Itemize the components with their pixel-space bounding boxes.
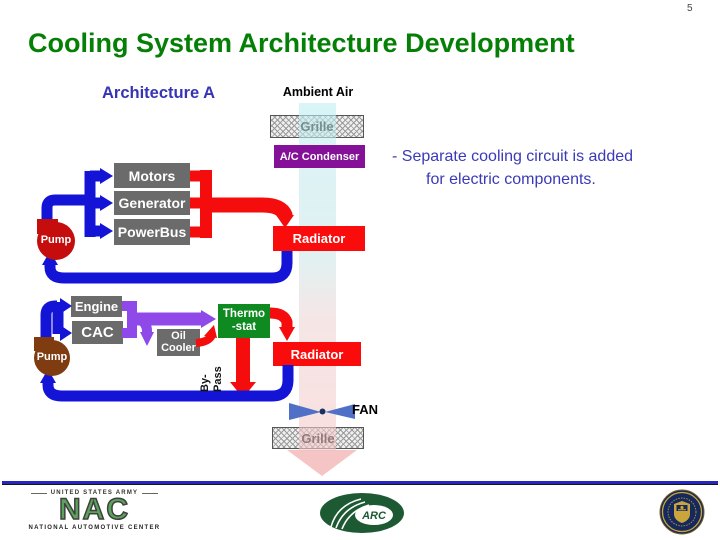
note-line2: for electric components. [426,171,596,188]
footer-divider [2,481,718,485]
ac-condenser-box: A/C Condenser [274,145,365,168]
slide-title: Cooling System Architecture Development [28,28,575,58]
page-number: 5 [687,3,693,14]
fan-label: FAN [352,402,378,417]
arrowhead-icon [40,369,56,383]
ambient-air-label: Ambient Air [282,85,354,99]
engine-box: Engine [71,296,122,317]
radiator-bottom-box: Radiator [273,342,361,366]
thermostat-line2: -stat [231,321,257,333]
note-text: - Separate cooling circuit is added for … [392,145,707,191]
arrowhead-icon [100,223,113,239]
powerbus-box: PowerBus [114,219,190,245]
university-seal-logo [659,489,705,535]
electric-circuit-return-pipe [42,251,293,284]
nac-logo-top-text: UNITED STATES ARMY [12,490,177,496]
oil-cooler-line2: Cooler [161,341,196,354]
electric-circuit-coolant-feed-pipes [41,168,113,239]
arrowhead-icon [279,327,295,341]
motors-box: Motors [114,163,190,188]
engine-circuit-coolant-feed-pipes [40,298,72,341]
arrowhead-icon [204,325,217,338]
thermostat-line1: Thermo [222,308,266,321]
grille-bottom-box: Grille [272,427,364,449]
arrowhead-icon [42,251,58,265]
dash-rule [30,492,47,494]
radiator-top-box: Radiator [273,226,365,251]
arrowhead-icon [60,325,72,341]
arrowhead-icon [201,310,216,328]
arrowhead-icon [100,168,113,184]
engine-circuit-return-pipe [40,365,294,402]
dash-rule [142,492,159,494]
cac-box: CAC [72,321,123,344]
arc-logo: ARC [320,493,404,533]
fan-icon [289,403,355,420]
generator-box: Generator [114,191,190,215]
arrowhead-icon [140,332,154,346]
note-line1: - Separate cooling circuit is added [392,148,634,165]
oil-cooler-box: Oil Cooler [157,329,200,356]
pump-top-label: Pump [40,234,72,246]
oil-cooler-line1: Oil [171,329,186,342]
architecture-label: Architecture A [102,84,216,102]
arc-acronym: ARC [361,510,387,522]
bypass-label: By- Pass [199,344,233,392]
grille-top-box: Grille [270,115,364,138]
warm-air-arrowhead-icon [287,450,357,476]
thermostat-box: Thermo -stat [218,304,270,338]
bypass-line1: By- [199,374,211,392]
nac-army-text: UNITED STATES ARMY [50,490,139,496]
nac-logo-bottom-text: NATIONAL AUTOMOTIVE CENTER [28,524,161,531]
nac-acronym: NAC [58,493,130,526]
nac-logo: UNITED STATES ARMY NAC NATIONAL AUTOMOTI… [12,490,177,531]
arrowhead-icon [100,195,113,211]
bypass-arrowhead-icon [230,382,256,398]
bypass-line2: Pass [212,366,225,392]
pump-bottom-label: Pump [36,351,68,363]
